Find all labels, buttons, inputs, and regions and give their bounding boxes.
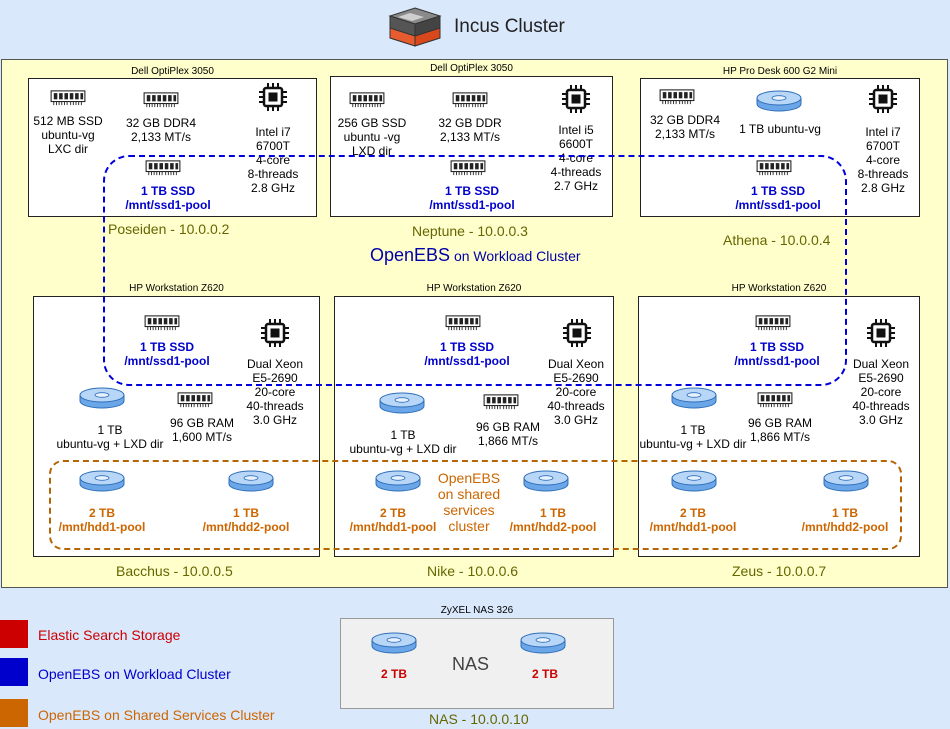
node-hdd2-pool: 1 TB /mnt/hdd2-pool bbox=[509, 506, 597, 534]
cpu-icon bbox=[258, 82, 288, 112]
node-hdd1-pool: 2 TB /mnt/hdd1-pool bbox=[649, 506, 737, 534]
openebs-workload-sub: on Workload Cluster bbox=[450, 248, 581, 264]
disk-icon bbox=[78, 385, 126, 411]
host-label: Nike - 10.0.0.6 bbox=[427, 563, 519, 579]
node-storage: 1 TB ubuntu-vg bbox=[739, 122, 821, 136]
nas-disk-1: 2 TB bbox=[380, 667, 407, 681]
legend-swatch-elastic bbox=[0, 620, 28, 648]
nas-disk-2: 2 TB bbox=[531, 667, 558, 681]
disk-icon bbox=[519, 630, 567, 656]
disk-icon bbox=[378, 390, 426, 416]
ram-icon bbox=[50, 90, 86, 106]
ram-icon bbox=[144, 315, 180, 331]
openebs-workload-main: OpenEBS bbox=[370, 245, 451, 265]
disk-icon bbox=[370, 630, 418, 656]
ram-icon bbox=[177, 392, 213, 408]
ram-icon bbox=[349, 92, 385, 108]
ram-icon bbox=[757, 392, 793, 408]
ram-icon bbox=[755, 315, 791, 331]
disk-icon bbox=[755, 88, 803, 114]
host-label: Bacchus - 10.0.0.5 bbox=[116, 563, 233, 579]
host-label: Poseiden - 10.0.0.2 bbox=[108, 221, 230, 237]
node-ram: 32 GB DDR4 2,133 MT/s bbox=[649, 113, 721, 141]
node-disk: 1 TB ubuntu-vg + LXD dir bbox=[639, 423, 747, 451]
host-label: Neptune - 10.0.0.3 bbox=[412, 223, 528, 239]
ram-icon bbox=[483, 394, 519, 410]
node-cpu: Intel i7 6700T 4-core 8-threads 2.8 GHz bbox=[247, 125, 299, 195]
cpu-icon bbox=[868, 84, 898, 114]
node-ram: 96 GB RAM 1,866 MT/s bbox=[747, 416, 813, 444]
ram-icon bbox=[756, 160, 792, 176]
legend-swatch-workload bbox=[0, 658, 28, 686]
node-hdd1-pool: 2 TB /mnt/hdd1-pool bbox=[58, 506, 146, 534]
nas-model: ZyXEL NAS 326 bbox=[440, 605, 514, 616]
node-cpu: Dual Xeon E5-2690 20-core 40-threads 3.0… bbox=[852, 357, 910, 427]
ram-icon bbox=[145, 160, 181, 176]
node-cpu: Intel i5 6600T 4-core 4-threads 2.7 GHz bbox=[550, 123, 602, 193]
cpu-icon bbox=[260, 318, 290, 348]
node-model: HP Workstation Z620 bbox=[129, 283, 224, 294]
ram-icon bbox=[659, 89, 695, 105]
page-title: Incus Cluster bbox=[454, 16, 565, 37]
node-ssd-pool: 1 TB SSD /mnt/ssd1-pool bbox=[429, 184, 515, 212]
ram-icon bbox=[143, 92, 179, 108]
node-model: HP Pro Desk 600 G2 Mini bbox=[722, 66, 838, 77]
disk-icon bbox=[670, 468, 718, 494]
node-hdd1-pool: 2 TB /mnt/hdd1-pool bbox=[349, 506, 437, 534]
node-model: HP Workstation Z620 bbox=[426, 283, 522, 294]
node-ssd-pool: 1 TB SSD /mnt/ssd1-pool bbox=[734, 340, 820, 368]
openebs-shared-label: OpenEBS on shared services cluster bbox=[437, 470, 501, 534]
cpu-icon bbox=[562, 318, 592, 348]
node-ssd-pool: 1 TB SSD /mnt/ssd1-pool bbox=[125, 184, 211, 212]
node-ssd-pool: 1 TB SSD /mnt/ssd1-pool bbox=[424, 340, 510, 368]
node-ram: 32 GB DDR 2,133 MT/s bbox=[438, 116, 502, 144]
node-ram: 96 GB RAM 1,866 MT/s bbox=[475, 420, 541, 448]
nas-box bbox=[340, 618, 614, 709]
host-label: Athena - 10.0.0.4 bbox=[723, 232, 831, 248]
host-label: Zeus - 10.0.0.7 bbox=[732, 563, 827, 579]
ram-icon bbox=[452, 92, 488, 108]
node-ram: 96 GB RAM 1,600 MT/s bbox=[169, 416, 235, 444]
legend-label-shared: OpenEBS on Shared Services Cluster bbox=[38, 707, 275, 723]
node-ssd-pool: 1 TB SSD /mnt/ssd1-pool bbox=[735, 184, 821, 212]
node-cpu: Dual Xeon E5-2690 20-core 40-threads 3.0… bbox=[246, 357, 304, 427]
node-hdd2-pool: 1 TB /mnt/hdd2-pool bbox=[202, 506, 290, 534]
cpu-icon bbox=[866, 318, 896, 348]
node-disk: 1 TB ubuntu-vg + LXD dir bbox=[349, 428, 457, 456]
node-cpu: Intel i7 6700T 4-core 8-threads 2.8 GHz bbox=[857, 125, 909, 195]
legend-label-elastic: Elastic Search Storage bbox=[38, 627, 181, 643]
cpu-icon bbox=[561, 84, 591, 114]
legend-swatch-shared bbox=[0, 699, 28, 727]
ram-icon bbox=[445, 315, 481, 331]
disk-icon bbox=[670, 385, 718, 411]
node-model: HP Workstation Z620 bbox=[731, 283, 827, 294]
disk-icon bbox=[78, 468, 126, 494]
legend-label-workload: OpenEBS on Workload Cluster bbox=[38, 666, 231, 682]
node-ram: 32 GB DDR4 2,133 MT/s bbox=[125, 116, 197, 144]
node-ssd-pool: 1 TB SSD /mnt/ssd1-pool bbox=[124, 340, 210, 368]
node-cpu: Dual Xeon E5-2690 20-core 40-threads 3.0… bbox=[547, 357, 605, 427]
node-disk: 1 TB ubuntu-vg + LXD dir bbox=[56, 423, 164, 451]
node-storage: 512 MB SSD ubuntu-vg LXC dir bbox=[33, 114, 103, 156]
node-storage: 256 GB SSD ubuntu -vg LXD dir bbox=[337, 116, 407, 158]
nas-host-label: NAS - 10.0.0.10 bbox=[429, 711, 529, 727]
openebs-workload-label: OpenEBS on Workload Cluster bbox=[370, 245, 581, 266]
node-hdd2-pool: 1 TB /mnt/hdd2-pool bbox=[801, 506, 889, 534]
disk-icon bbox=[522, 468, 570, 494]
ram-icon bbox=[450, 160, 486, 176]
node-model: Dell OptiPlex 3050 bbox=[430, 63, 513, 74]
node-model: Dell OptiPlex 3050 bbox=[131, 66, 214, 77]
nas-label: NAS bbox=[452, 654, 490, 674]
incus-logo-icon bbox=[388, 7, 442, 47]
disk-icon bbox=[822, 468, 870, 494]
disk-icon bbox=[227, 468, 275, 494]
